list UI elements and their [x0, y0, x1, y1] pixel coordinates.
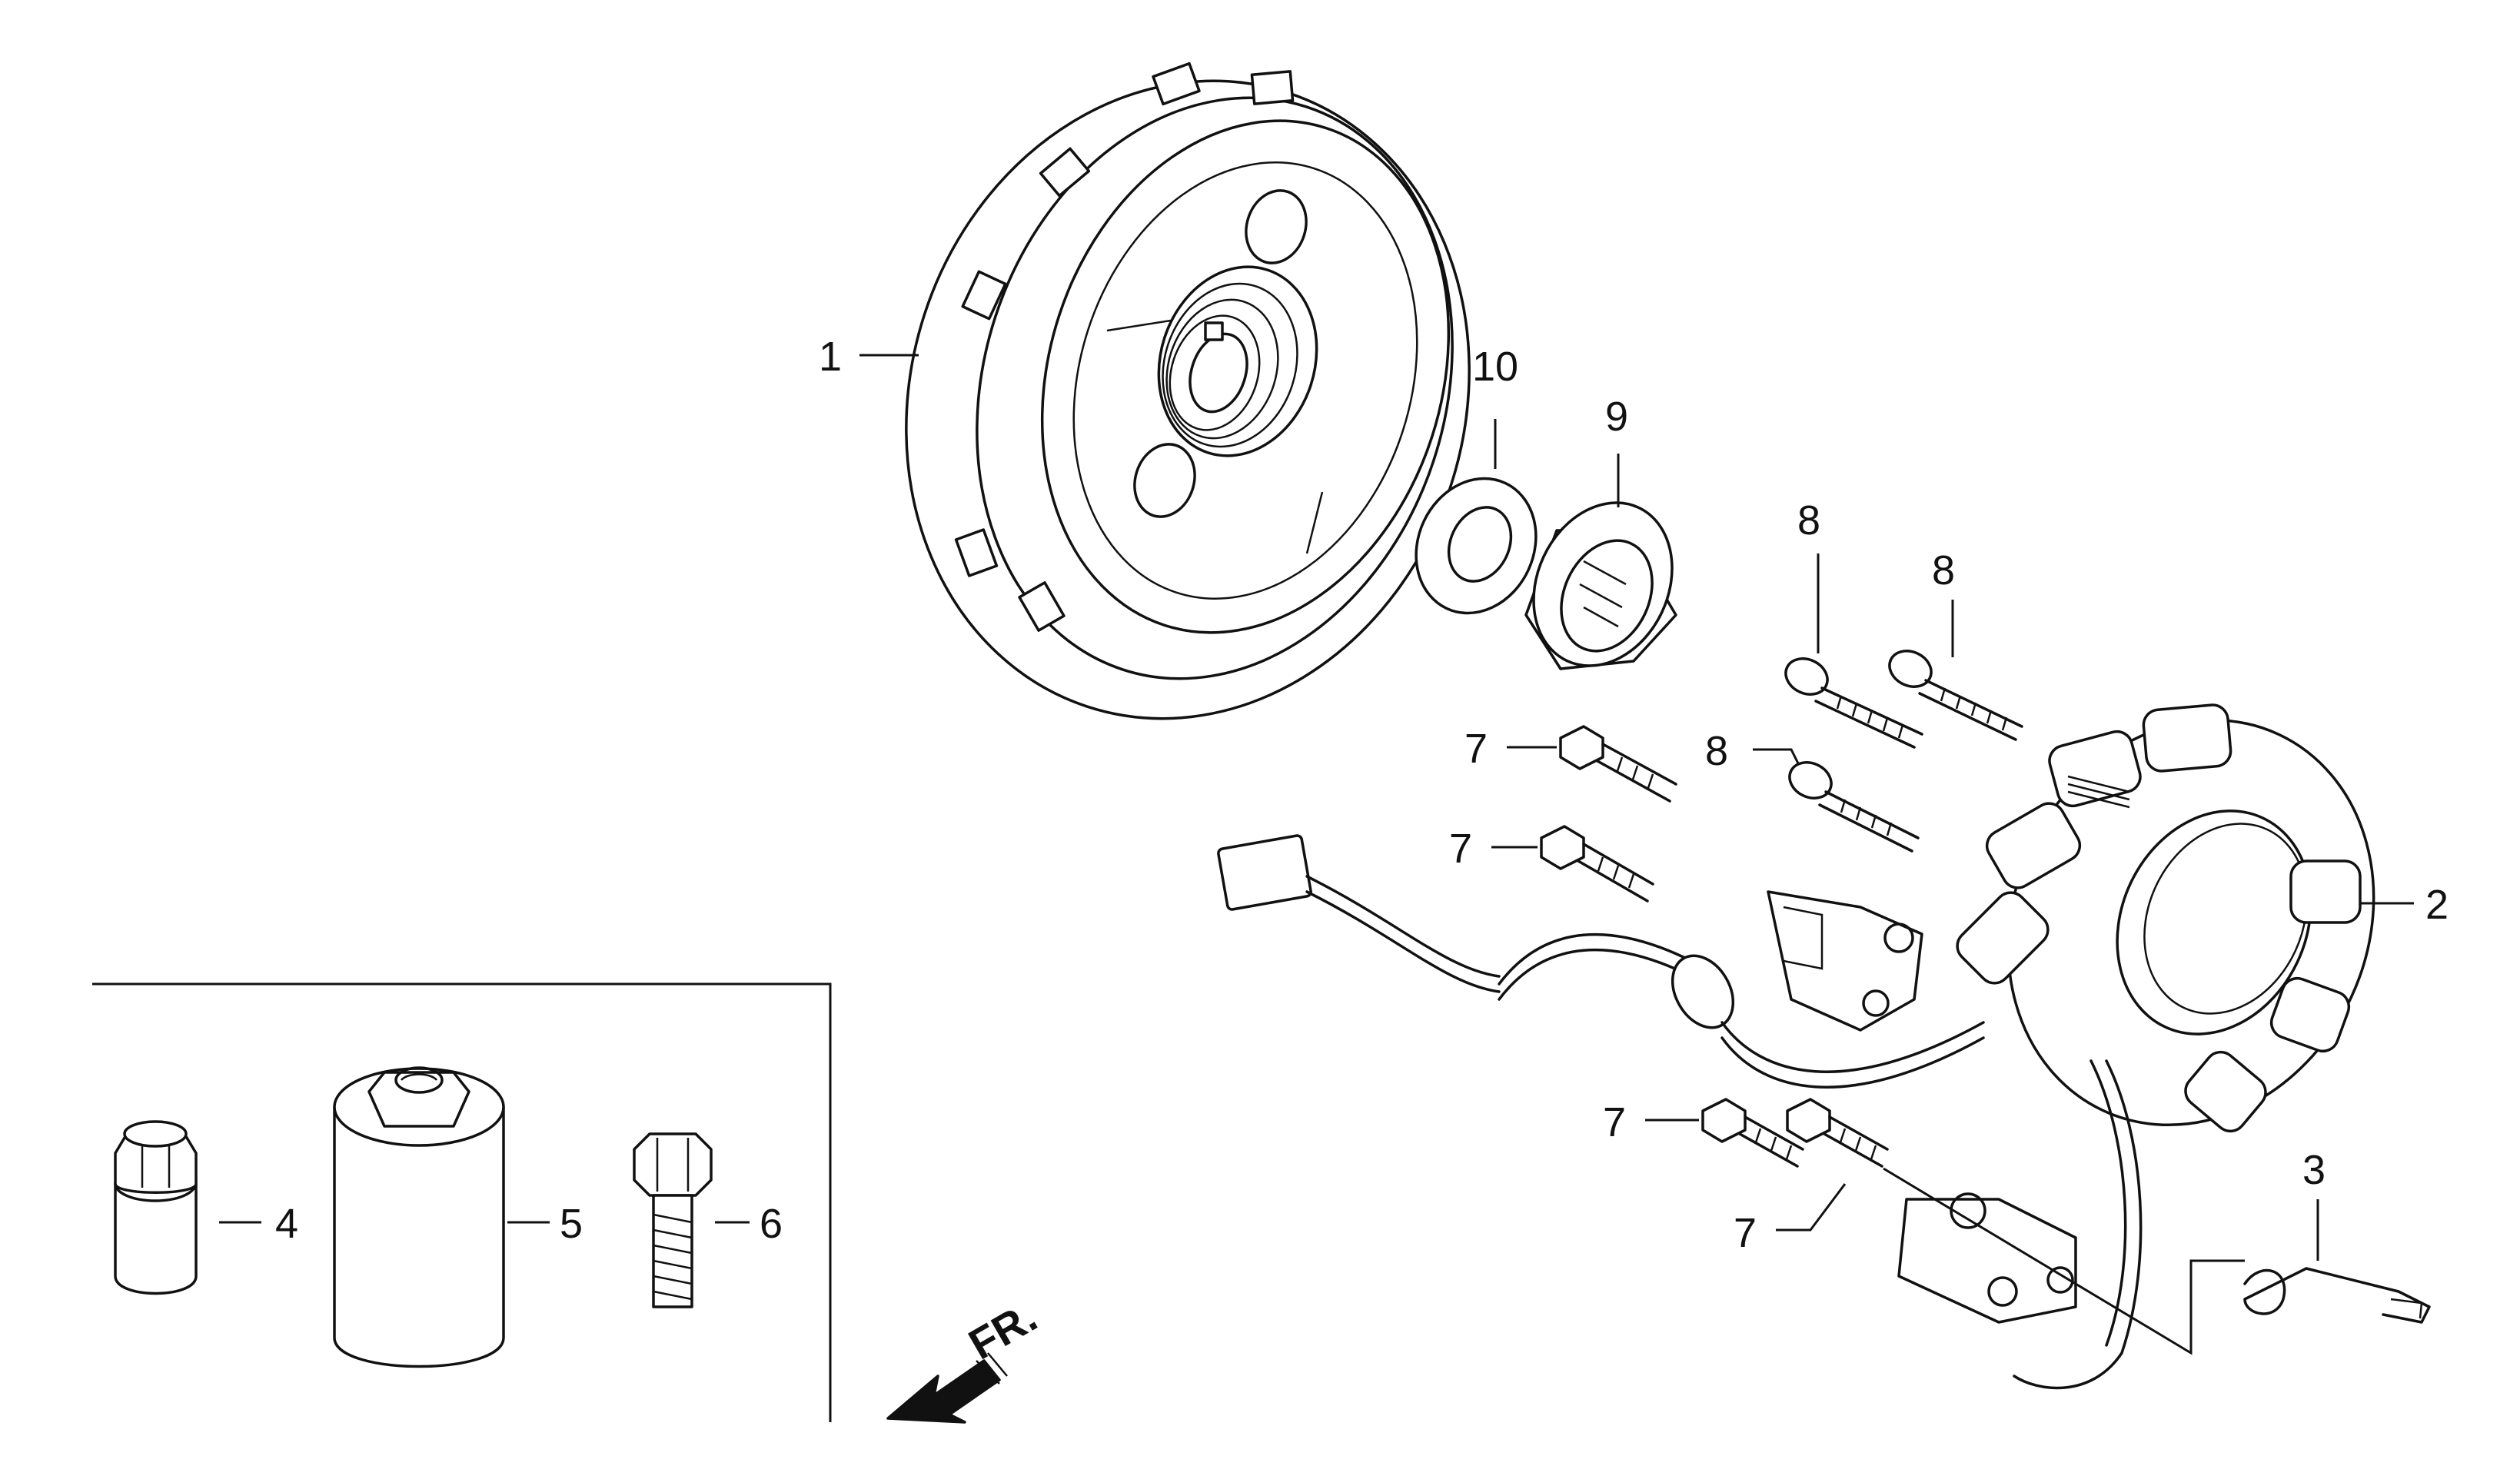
part-7-bolt-c	[1645, 1098, 1804, 1168]
part-7-bolt-b	[1491, 825, 1654, 903]
part-8-bolt-upper-left	[1784, 553, 1923, 749]
part-7-bolt-d	[1776, 1098, 1889, 1232]
callout-10: 10	[1472, 344, 1518, 390]
callout-6: 6	[760, 1201, 783, 1247]
part-1-flywheel	[859, 61, 1471, 720]
callout-9: 9	[1605, 394, 1628, 440]
callout-7-b: 7	[1449, 826, 1472, 872]
callout-1: 1	[819, 334, 842, 380]
part-3-clamp	[2243, 1199, 2431, 1324]
part-8-bolt-upper-right	[1888, 600, 2023, 741]
part-6-bolt	[633, 1132, 750, 1308]
callout-5: 5	[560, 1201, 583, 1247]
callout-7-d: 7	[1734, 1210, 1757, 1256]
part-8-bolt-middle	[1753, 748, 1920, 853]
front-arrow-label: FR.	[961, 1292, 1046, 1369]
callout-7-a: 7	[1464, 726, 1488, 772]
part-9-bushing	[1524, 454, 1677, 670]
tools-box	[92, 982, 832, 1422]
part-5-socket	[333, 1066, 550, 1368]
callout-7-c: 7	[1603, 1099, 1626, 1145]
part-7-bolt-a	[1507, 725, 1677, 803]
part-10-washer	[1415, 419, 1538, 615]
part-4-nut	[114, 1120, 261, 1295]
callout-2: 2	[2425, 882, 2449, 928]
callout-8-upper-right: 8	[1932, 547, 1955, 593]
wiring-harness	[1217, 834, 2245, 1390]
callout-3: 3	[2302, 1147, 2326, 1193]
callout-4: 4	[275, 1201, 298, 1247]
part-2-stator	[1956, 703, 2414, 1133]
front-arrow	[886, 1352, 1008, 1424]
callout-8-middle: 8	[1705, 728, 1728, 774]
callout-8-upper-left: 8	[1797, 497, 1820, 544]
